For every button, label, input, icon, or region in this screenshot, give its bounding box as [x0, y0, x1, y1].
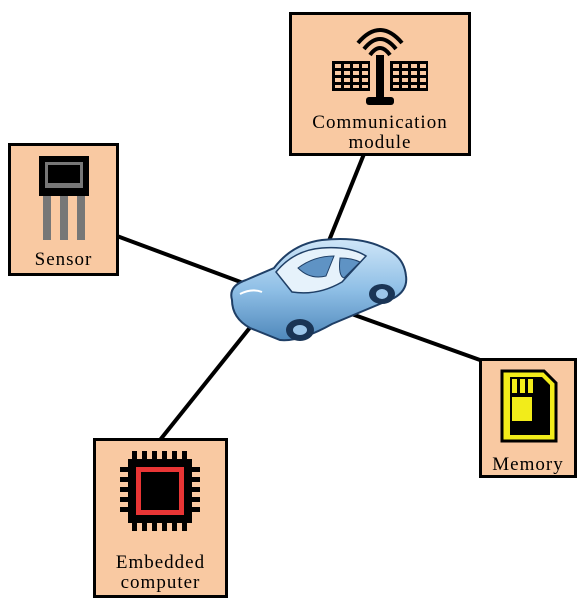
satellite-antenna-icon: [332, 28, 428, 105]
cpu-chip-icon: [120, 451, 200, 531]
sensor-label: Sensor: [34, 249, 93, 270]
line-to-communication: [320, 153, 366, 259]
sd-card-icon: [500, 369, 558, 443]
line-to-memory: [334, 306, 481, 362]
line-to-embedded: [158, 298, 274, 442]
communication-module-node: Communication module: [289, 12, 471, 156]
embedded-computer-node: Embedded computer: [93, 438, 228, 598]
line-to-sensor: [116, 234, 263, 292]
sensor-node: Sensor: [8, 143, 119, 276]
communication-module-label: Communication module: [312, 112, 448, 153]
memory-label: Memory: [492, 454, 564, 475]
memory-node: Memory: [479, 358, 577, 478]
embedded-computer-label: Embedded computer: [115, 552, 206, 593]
sensor-chip-icon: [39, 156, 89, 240]
